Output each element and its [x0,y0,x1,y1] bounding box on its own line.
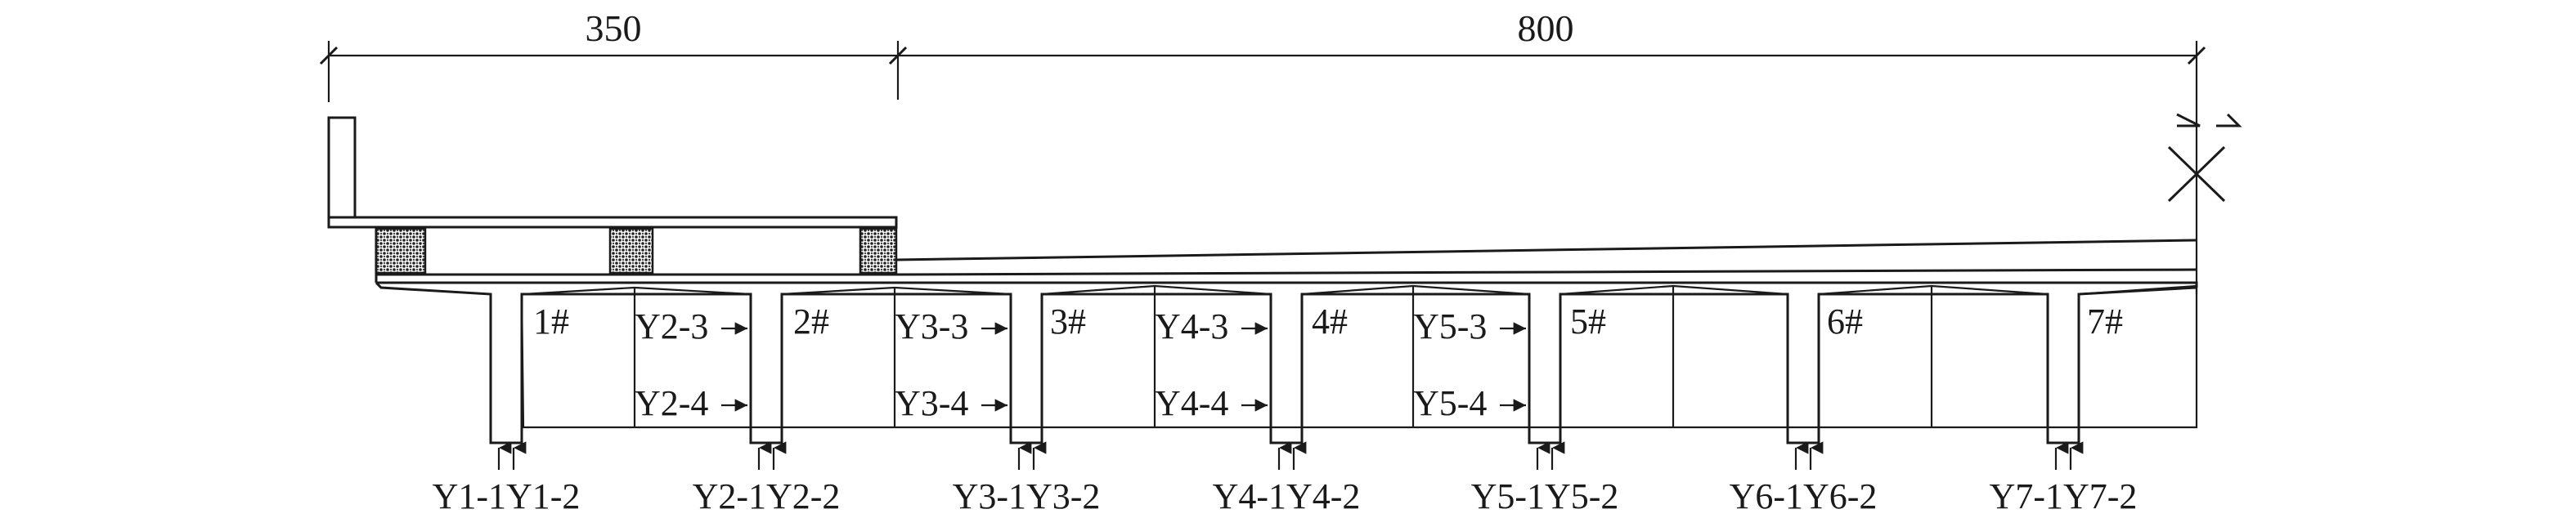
sidewalk-slab [375,227,898,276]
gauge-label-y3-1: Y3-1 [953,476,1026,516]
gauge-label-y4-1: Y4-1 [1213,476,1286,516]
gauge-label-y7-1: Y7-1 [1990,476,2063,516]
box-cells [520,284,2198,429]
side-gauges: Y2-3 Y2-4 Y3-3 Y3-4 Y4-3 Y4-4 Y5-3 Y5-4 [635,306,1526,423]
gauge-label-y4-4: Y4-4 [1155,383,1228,423]
deck-pavement [375,239,2197,283]
girder-label-3: 3# [1050,301,1086,342]
bottom-gauge-arrows [497,441,2084,470]
gauge-label-y2-2: Y2-2 [766,476,840,516]
parapet [327,116,898,229]
gauge-label-y3-4: Y3-4 [895,383,968,423]
centerline-symbol [2167,113,2242,203]
gauge-label-y6-1: Y6-1 [1730,476,1803,516]
girder-label-4: 4# [1312,301,1348,342]
gauge-label-y3-2: Y3-2 [1026,476,1100,516]
dimension-line [319,41,2206,294]
gauge-label-y5-1: Y5-1 [1471,476,1545,516]
gauge-label-y7-2: Y7-2 [2063,476,2137,516]
gauge-label-y2-1: Y2-1 [693,476,766,516]
gauge-label-y6-2: Y6-2 [1803,476,1877,516]
dimension-label-left: 350 [586,7,642,49]
bottom-gauge-labels: Y1-1 Y1-2 Y2-1 Y2-2 Y3-1 Y3-2 Y4-1 Y4-2 … [433,476,2138,516]
gauge-label-y2-4: Y2-4 [635,383,708,423]
dimension-label-right: 800 [1518,7,1574,49]
girder-label-5: 5# [1570,301,1606,342]
girder-label-1: 1# [533,301,569,342]
gauge-label-y4-3: Y4-3 [1155,306,1228,346]
girder-label-7: 7# [2087,301,2123,342]
gauge-label-y5-4: Y5-4 [1413,383,1487,423]
gauge-label-y1-1: Y1-1 [433,476,506,516]
gauge-label-y1-2: Y1-2 [506,476,580,516]
gauge-label-y2-3: Y2-3 [635,306,708,346]
gauge-label-y3-3: Y3-3 [895,306,968,346]
gauge-label-y4-2: Y4-2 [1286,476,1360,516]
girder-label-2: 2# [793,301,829,342]
girder-label-6: 6# [1827,301,1863,342]
gauge-label-y5-2: Y5-2 [1545,476,1618,516]
gauge-label-y5-3: Y5-3 [1413,306,1487,346]
